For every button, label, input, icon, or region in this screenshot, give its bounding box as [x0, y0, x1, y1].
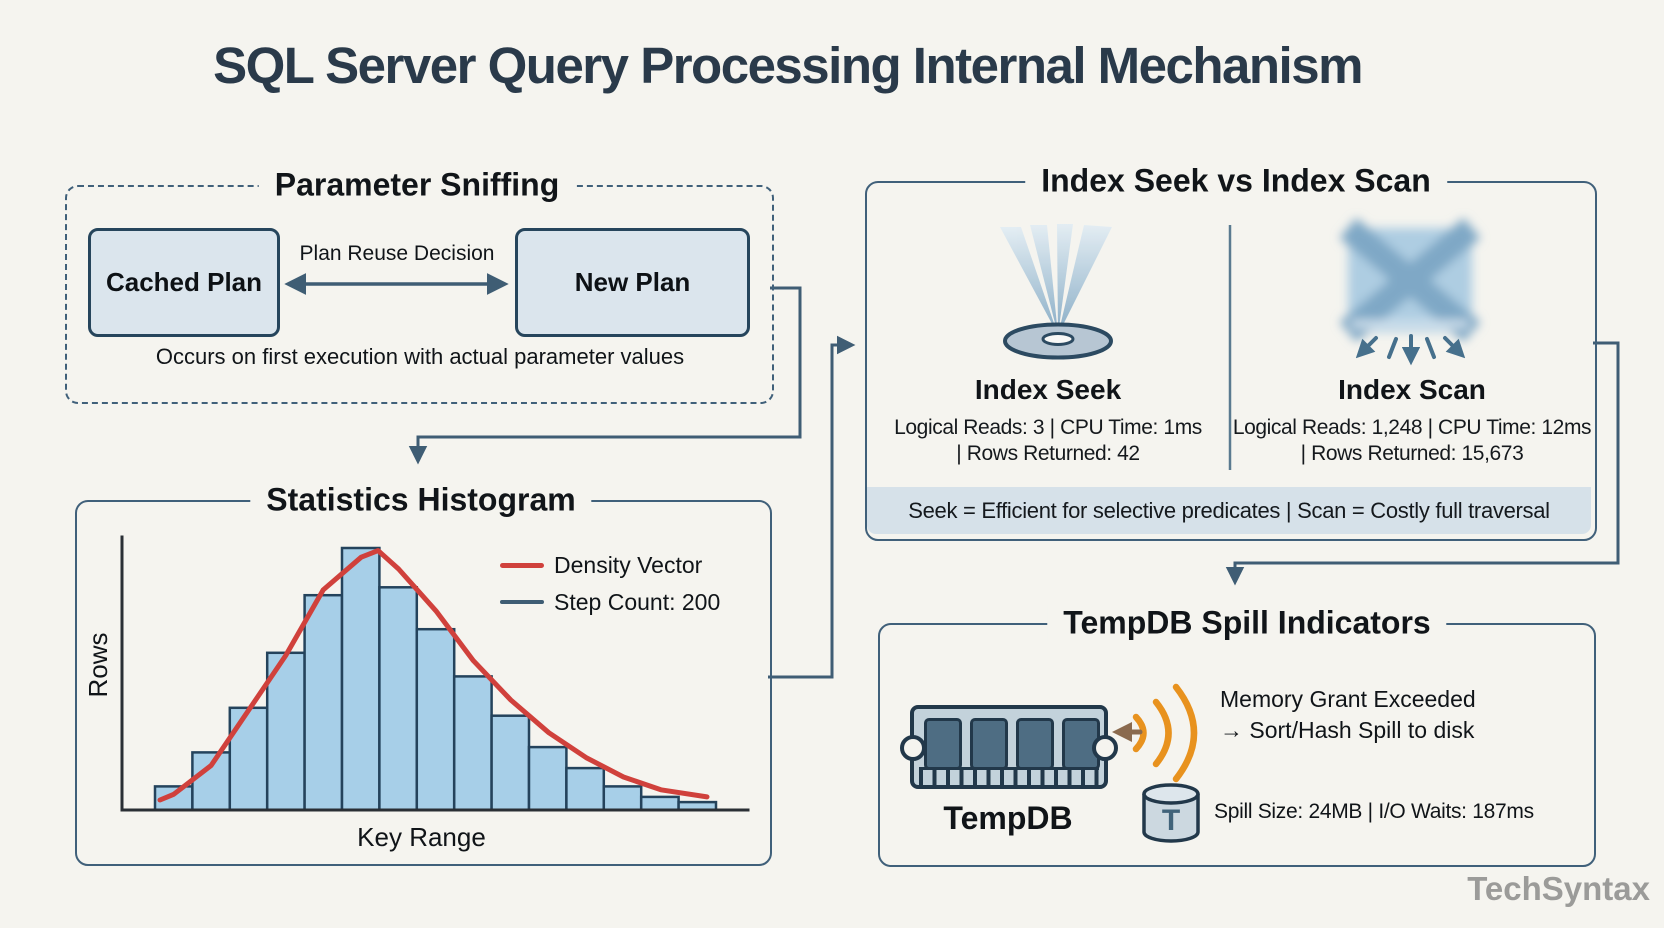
density-vector-line: [157, 548, 710, 803]
spill-size-stats: Spill Size: 24MB | I/O Waits: 187ms: [1214, 800, 1534, 823]
histogram-axes: [120, 535, 750, 812]
density-vector-legend-swatch: [500, 563, 544, 568]
index-compare-illustrations: [1000, 218, 1481, 470]
index-seek-label: Index Seek: [974, 374, 1122, 405]
statistics-histogram-title: Statistics Histogram: [250, 481, 592, 519]
new-plan-box: New Plan: [515, 228, 750, 337]
histogram-bar: [565, 766, 606, 812]
statistics-histogram-chart: [120, 535, 750, 812]
step-count-legend-label: Step Count: 200: [554, 589, 721, 615]
histogram-bar: [452, 675, 493, 812]
histogram-bars: [153, 546, 718, 812]
database-letter: T: [1162, 804, 1180, 837]
histogram-bar: [639, 795, 680, 812]
watermark: TechSyntax: [1467, 870, 1650, 907]
histogram-bar: [378, 586, 419, 812]
tempdb-database-cylinder-icon: T: [1142, 783, 1200, 843]
spill-signal-icon: [1112, 683, 1198, 783]
memory-grant-line2: → Sort/Hash Spill to disk: [1220, 717, 1475, 743]
tempdb-title: TempDB Spill Indicators: [1047, 604, 1447, 642]
parameter-sniffing-title: Parameter Sniffing: [258, 166, 576, 204]
memory-grant-line1: Memory Grant Exceeded: [1220, 686, 1476, 712]
step-count-legend-swatch: [500, 600, 544, 604]
histogram-bar: [228, 706, 269, 812]
tempdb-ram-label: TempDB: [943, 800, 1073, 836]
density-vector-legend-label: Density Vector: [554, 552, 703, 578]
index-seek-beam-icon: [1000, 224, 1112, 335]
page-title: SQL Server Query Processing Internal Mec…: [213, 37, 1363, 94]
seek-vs-scan-summary-band: Seek = Efficient for selective predicate…: [867, 487, 1591, 534]
ram-notch-left: [900, 735, 926, 761]
histogram-bar: [415, 627, 456, 812]
index-seek-stats-2: | Rows Returned: 42: [956, 442, 1140, 465]
index-scan-stats-1: Logical Reads: 1,248 | CPU Time: 12ms: [1232, 416, 1592, 439]
index-scan-stats-2: | Rows Returned: 15,673: [1300, 442, 1524, 465]
parameter-sniffing-note: Occurs on first execution with actual pa…: [155, 344, 685, 369]
histogram-bar: [527, 745, 568, 812]
index-seek-disc-icon: [1003, 322, 1113, 360]
histogram-bar: [602, 785, 643, 812]
histogram-bar: [303, 593, 344, 812]
connector-index-to-tempdb: [1225, 341, 1620, 586]
ram-pins: [919, 767, 1099, 785]
histogram-bar: [340, 546, 381, 812]
y-axis-label: Rows: [83, 632, 113, 698]
cached-plan-box: Cached Plan: [88, 228, 280, 337]
index-scan-label: Index Scan: [1338, 374, 1486, 405]
memory-grant-note: Memory Grant Exceeded → Sort/Hash Spill …: [1220, 684, 1476, 746]
index-compare-title: Index Seek vs Index Scan: [1025, 162, 1447, 200]
connector-newplan-to-histogram: [408, 286, 802, 465]
histogram-bar: [191, 751, 232, 812]
connector-histogram-to-index-panel: [768, 335, 856, 679]
histogram-bar: [490, 714, 531, 812]
index-scan-fan-arrows-icon: [1355, 334, 1466, 366]
density-vector-layer: [157, 548, 710, 803]
index-seek-stats-1: Logical Reads: 3 | CPU Time: 1ms: [894, 416, 1202, 439]
ram-notch-right: [1092, 735, 1118, 761]
index-scan-blob-icon: [1339, 218, 1481, 342]
plan-reuse-decision-label: Plan Reuse Decision: [299, 242, 495, 265]
ram-chip-icon: [900, 705, 1118, 789]
x-axis-label: Key Range: [357, 822, 486, 852]
